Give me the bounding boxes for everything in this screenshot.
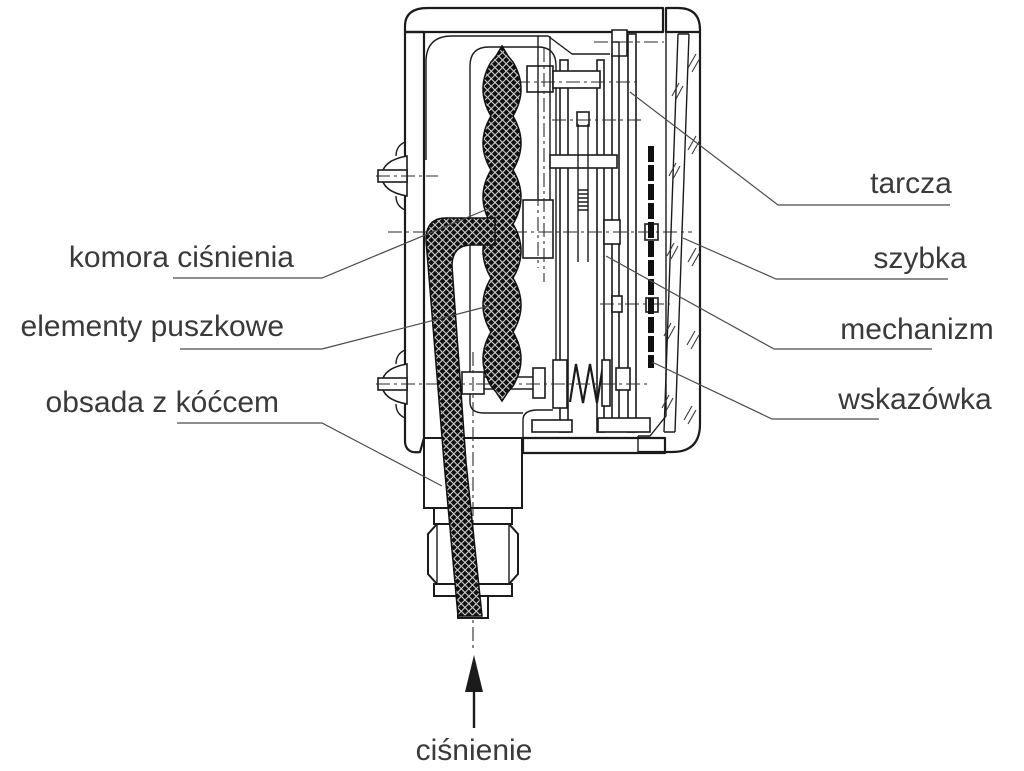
- leader-wskazowka: [651, 361, 879, 420]
- bottom-bar-right: [597, 417, 651, 433]
- lower-block: [615, 367, 631, 391]
- top-block: [526, 65, 554, 93]
- top-bar: [552, 70, 601, 89]
- bezel-ring-right: [638, 32, 702, 454]
- case-back-wall: [403, 30, 426, 454]
- link-rod: [537, 36, 551, 200]
- leader-komora: [173, 207, 491, 279]
- leader-elementy: [180, 305, 490, 350]
- tie-bar: [549, 154, 618, 169]
- leader-szybka: [682, 237, 948, 280]
- label-elementy-puszkowe: elementy puszkowe: [21, 310, 284, 343]
- figure-labels: komora ciśnienia elementy puszkowe obsad…: [21, 167, 994, 767]
- case-bottom-wall: [521, 436, 667, 455]
- inner-case-lines: [425, 35, 610, 438]
- bottom-bar-left: [531, 419, 573, 433]
- bezel-ring-inner: [637, 32, 667, 452]
- label-obsada-z-koccem: obsada z kóćcem: [46, 386, 279, 419]
- label-tarcza: tarcza: [870, 167, 952, 200]
- bezel-reflection-ticks: [683, 53, 701, 425]
- glass-reflection-ticks: [661, 82, 684, 412]
- case-top-wall: [403, 6, 665, 34]
- bezel-ring-top: [664, 6, 702, 34]
- leader-tarcza: [629, 91, 950, 206]
- adjust-block: [576, 111, 590, 127]
- label-wskazowka: wskazówka: [837, 383, 992, 416]
- threaded-rod: [577, 124, 589, 262]
- pressure-arrow: [465, 655, 483, 728]
- leader-mechanizm: [605, 255, 932, 350]
- bellows-capsule-stack: [482, 44, 522, 403]
- pressure-chamber-frame: [469, 46, 557, 402]
- leader-obsada: [177, 422, 443, 487]
- leader-lines: [173, 91, 950, 487]
- label-mechanizm: mechanizm: [840, 313, 993, 346]
- adjust-bolt-washer: [532, 367, 546, 399]
- mechanism-assembly: [461, 29, 659, 433]
- label-cisnienie: ciśnienie: [416, 734, 533, 767]
- label-szybka: szybka: [873, 242, 967, 275]
- label-komora-cisnienia: komora ciśnienia: [69, 241, 294, 274]
- glass-pane: [661, 33, 690, 433]
- spring-end-plate: [601, 359, 611, 407]
